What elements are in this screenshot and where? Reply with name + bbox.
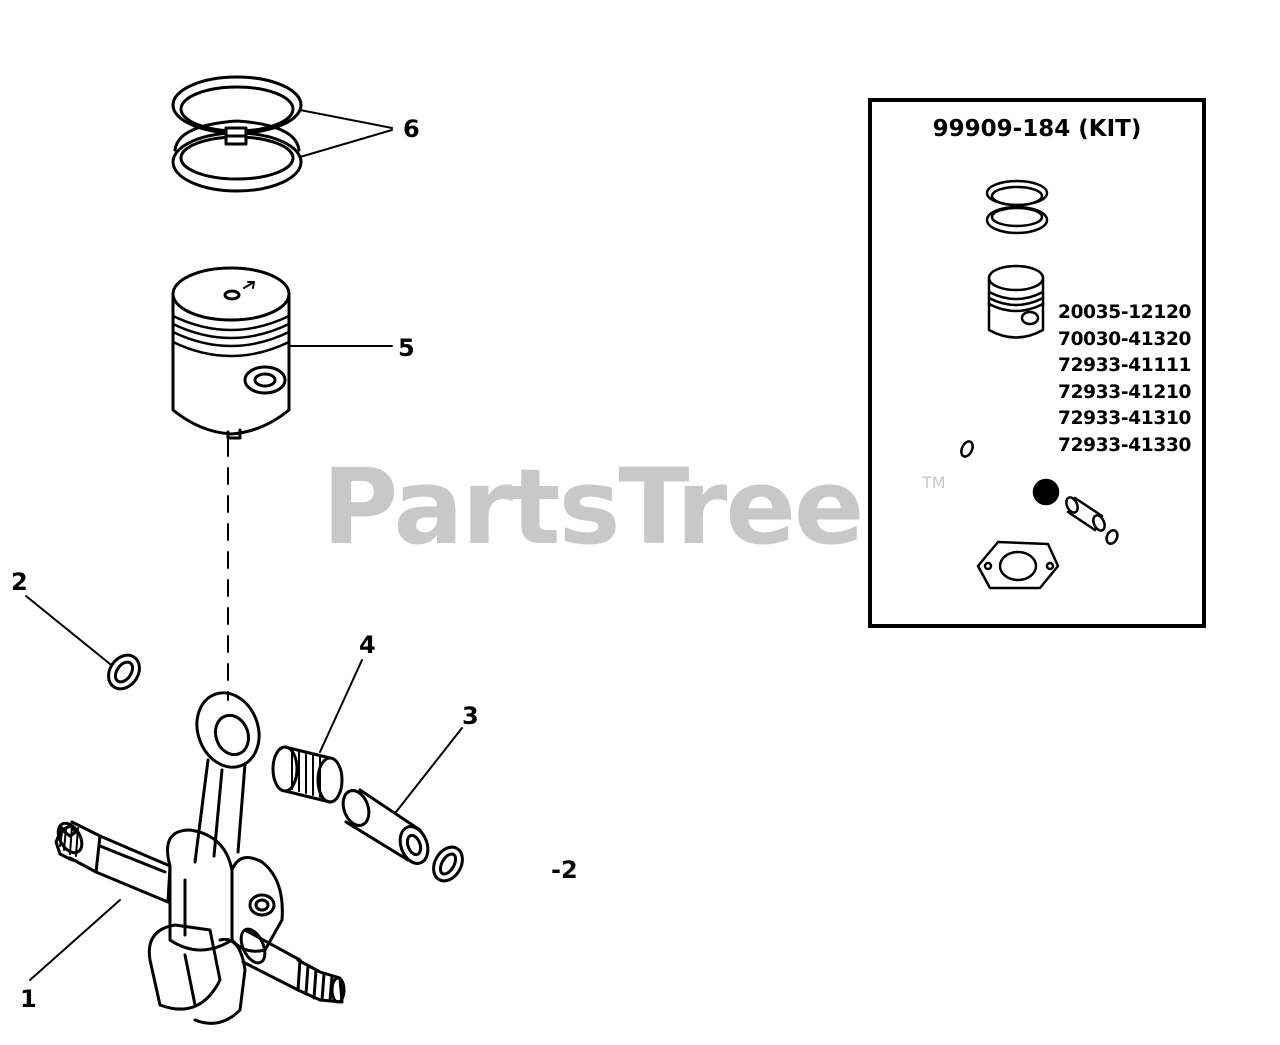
kit-box: 99909-184 (KIT) 20035-12120 70030-41320 … — [868, 98, 1206, 628]
needle-bearing-drawing — [271, 745, 344, 804]
crankshaft-drawing — [54, 691, 346, 1025]
piston-drawing — [171, 266, 291, 440]
kit-rings-drawing — [985, 179, 1049, 235]
callout-2-left: 2 — [11, 568, 28, 596]
callout-3: 3 — [462, 702, 479, 730]
callout-1: 1 — [20, 985, 37, 1013]
leader-line-4 — [319, 659, 363, 753]
piston-pin-drawing — [341, 788, 430, 865]
kit-part-number: 72933-41210 — [1058, 381, 1192, 403]
leader-line-6a — [299, 109, 393, 129]
callout-4: 4 — [359, 631, 376, 659]
kit-part-number-list: 20035-12120 70030-41320 72933-41111 7293… — [1058, 300, 1191, 459]
watermark: PartsTree — [322, 446, 864, 568]
callout-5: 5 — [398, 334, 415, 362]
leader-line-1 — [29, 899, 121, 981]
kit-part-number: 20035-12120 — [1058, 302, 1192, 323]
kit-part-number: 72933-41330 — [1058, 434, 1192, 456]
kit-clip-drawing — [960, 440, 974, 458]
callout-2-right: -2 — [551, 856, 578, 884]
circlip-left-drawing — [107, 653, 141, 691]
leader-line-3 — [395, 727, 463, 813]
leader-line-2-left — [25, 595, 111, 665]
kit-part-number: 72933-41310 — [1058, 408, 1192, 429]
kit-bearing-drawing — [1032, 478, 1060, 506]
callout-6: 6 — [403, 115, 420, 143]
circlip-right-drawing — [432, 845, 464, 883]
kit-part-number: 72933-41111 — [1058, 355, 1192, 376]
kit-piston-drawing — [987, 264, 1045, 339]
piston-rings-drawing — [171, 75, 303, 193]
kit-title: 99909-184 (KIT) — [932, 116, 1142, 142]
kit-pin-drawing — [1065, 496, 1119, 545]
kit-part-number: 70030-41320 — [1058, 328, 1192, 350]
kit-gasket-drawing — [976, 540, 1060, 590]
leader-line-6b — [299, 129, 393, 158]
trademark-mark: TM — [922, 473, 946, 492]
